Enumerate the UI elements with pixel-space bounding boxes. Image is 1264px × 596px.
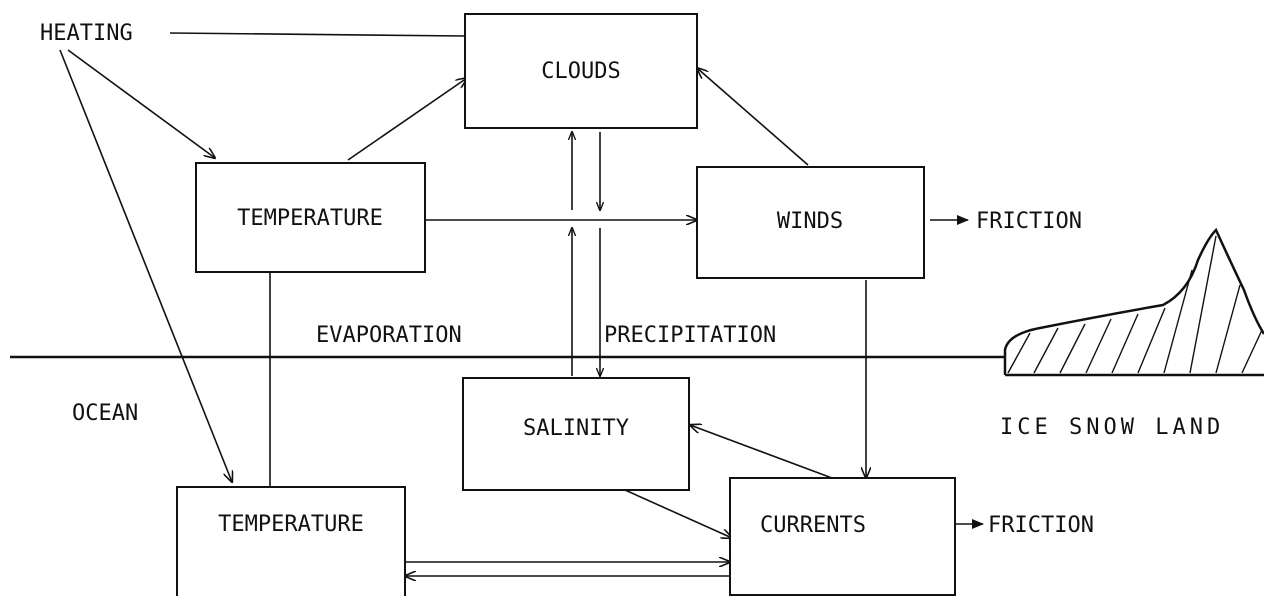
temperature-to-clouds-arrow <box>347 78 467 161</box>
salinity-label: SALINITY <box>523 416 629 441</box>
temperature-ocean-label: TEMPERATURE <box>218 512 364 537</box>
temperature-atmosphere-label: TEMPERATURE <box>237 206 383 231</box>
clouds-label: CLOUDS <box>541 59 620 84</box>
heating-to-temperature-arrow <box>67 49 215 158</box>
temperature-ocean-box: TEMPERATURE <box>176 486 406 596</box>
winds-box: WINDS <box>696 166 925 279</box>
winds-label: WINDS <box>777 209 843 234</box>
friction-currents-label: FRICTION <box>988 513 1094 538</box>
winds-to-clouds-arrow <box>697 68 809 166</box>
friction-winds-label: FRICTION <box>976 209 1082 234</box>
temperature-atmosphere-box: TEMPERATURE <box>195 162 426 273</box>
salinity-to-currents-arrow <box>624 489 732 538</box>
currents-to-salinity-arrow <box>690 425 833 479</box>
ice-snow-land-shape <box>1003 227 1264 377</box>
heating-to-ocean-temperature-arrow <box>59 49 232 482</box>
evaporation-label: EVAPORATION <box>316 323 462 348</box>
connectors <box>59 32 984 576</box>
precipitation-label: PRECIPITATION <box>604 323 776 348</box>
heating-label: HEATING <box>40 21 133 46</box>
salinity-box: SALINITY <box>462 377 690 491</box>
ocean-label: OCEAN <box>72 401 138 426</box>
currents-box: CURRENTS <box>729 477 956 596</box>
clouds-box: CLOUDS <box>464 13 698 129</box>
ice-snow-land-label: ICE SNOW LAND <box>1000 415 1224 440</box>
heating-to-clouds-line <box>169 32 466 37</box>
currents-label: CURRENTS <box>760 513 866 538</box>
